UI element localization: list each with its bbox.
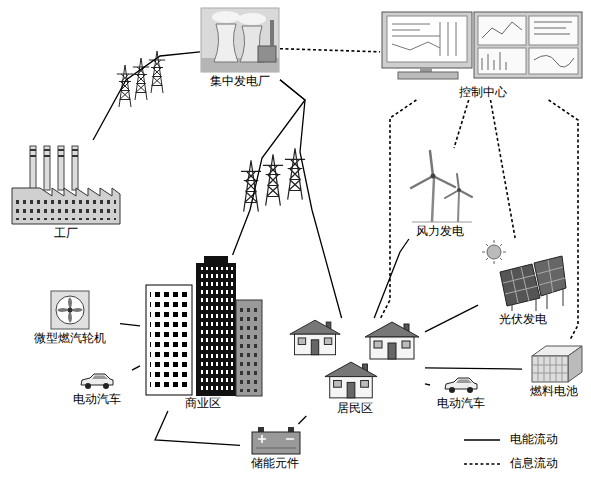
- information-flow-line: [280, 49, 380, 52]
- picture-area: [285, 318, 425, 401]
- picture-area: [62, 370, 132, 392]
- power-flow-line: [425, 384, 430, 385]
- information-flow-line: [381, 100, 417, 318]
- legend-text: 电能流动: [510, 432, 558, 447]
- node-label: 储能元件: [249, 456, 301, 471]
- picture-area: [380, 10, 585, 85]
- node-label: 商业区: [183, 396, 223, 411]
- information-flow-line: [549, 100, 578, 340]
- fuel-cell: 燃料电池: [522, 340, 586, 399]
- node-label: 电动汽车: [71, 392, 123, 407]
- picture-area: [430, 374, 492, 396]
- node-label: 电动汽车: [435, 396, 487, 411]
- micro-turbine: 微型燃汽轮机: [20, 290, 120, 346]
- node-label: 集中发电厂: [208, 74, 272, 89]
- residential-houses-picture: [290, 320, 419, 398]
- factory: 工厂: [8, 140, 123, 241]
- information-flow-line: [491, 100, 516, 238]
- picture-area: [200, 6, 280, 74]
- picture-area: [240, 424, 310, 456]
- power-flow-line: [280, 80, 342, 318]
- electric-car-pictures: [81, 374, 477, 393]
- fuel-cell-picture: [532, 346, 582, 382]
- legend-text: 信息流动: [510, 456, 558, 471]
- solar-panel-picture: [482, 240, 566, 311]
- legend-line: [464, 463, 500, 465]
- wind-power: 风力发电: [405, 148, 475, 239]
- power-flow-line: [132, 366, 140, 370]
- picture-area: [478, 238, 568, 312]
- information-flow-line: [454, 100, 469, 148]
- commercial-buildings-picture: [146, 256, 262, 396]
- factory-picture: [12, 146, 120, 224]
- power-flow-line: [93, 52, 200, 140]
- picture-area: [20, 290, 120, 331]
- electric-car: 电动汽车: [430, 374, 492, 411]
- storage-battery: 储能元件: [240, 424, 310, 471]
- power-flow-line: [233, 80, 305, 255]
- electric-car: 电动汽车: [62, 370, 132, 407]
- power-flow-line: [425, 305, 478, 332]
- node-label: 微型燃汽轮机: [32, 331, 108, 346]
- residential-area: 居民区: [285, 318, 425, 416]
- commercial-area: 商业区: [140, 255, 265, 411]
- node-label: 控制中心: [457, 85, 509, 100]
- node-label: 工厂: [52, 226, 80, 241]
- picture-area: [8, 140, 123, 226]
- wind-turbine-picture: [411, 151, 472, 222]
- power-plant: 集中发电厂: [200, 6, 280, 89]
- node-label: 燃料电池: [528, 384, 580, 399]
- node-label: 光伏发电: [497, 312, 549, 327]
- power-flow-line: [155, 411, 240, 445]
- node-label: 风力发电: [414, 224, 466, 239]
- solar-power: 光伏发电: [478, 238, 568, 327]
- picture-area: [140, 255, 265, 396]
- legend-line: [464, 439, 500, 440]
- legend-sample: [462, 456, 502, 471]
- legend-sample: [462, 432, 502, 447]
- node-label: 居民区: [335, 401, 375, 416]
- control-center: 控制中心: [380, 10, 585, 100]
- transmission-towers: [117, 51, 305, 212]
- power-flow-line: [425, 368, 522, 369]
- power-plant-picture: [201, 8, 279, 72]
- power-flow-line: [374, 239, 409, 318]
- storage-battery-picture: [252, 427, 300, 454]
- power-flow-line: [120, 324, 140, 326]
- legend-row: 电能流动: [462, 432, 582, 447]
- power-flow-line: [298, 416, 306, 424]
- picture-area: [522, 340, 586, 384]
- picture-area: [405, 148, 475, 224]
- micro-turbine-picture: [51, 291, 89, 329]
- legend-row: 信息流动: [462, 456, 582, 471]
- control-center-picture: [382, 12, 582, 79]
